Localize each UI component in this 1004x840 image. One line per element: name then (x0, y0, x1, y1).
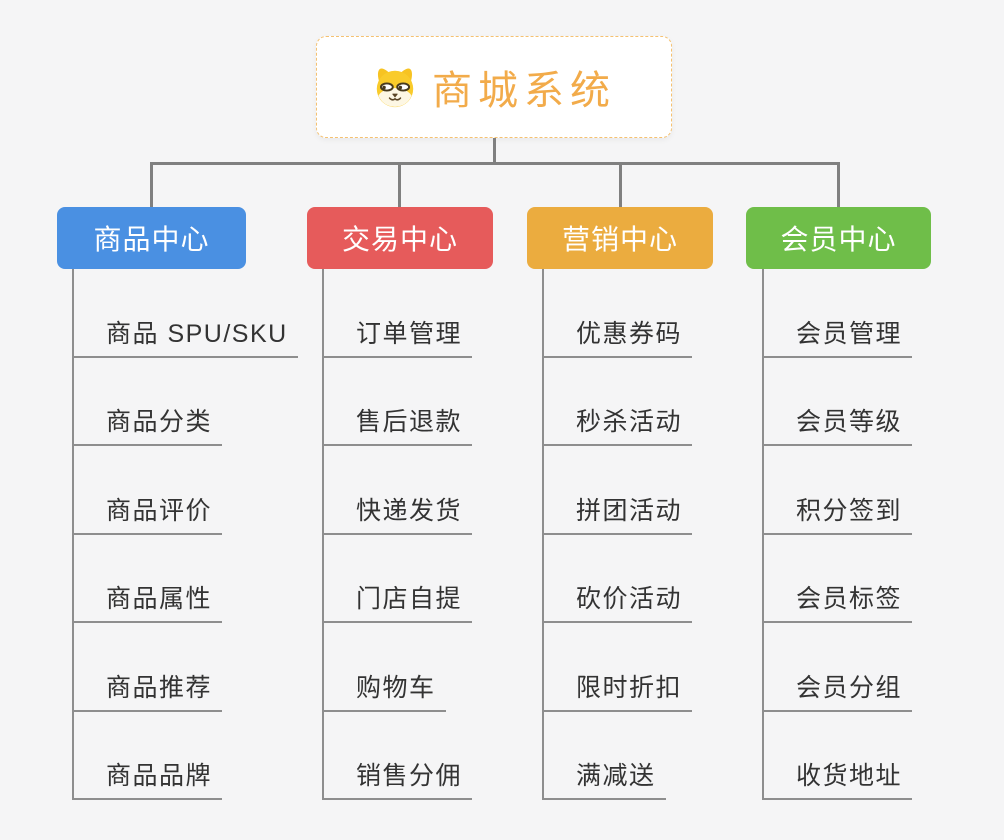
branch-trade-center[interactable]: 交易中心 (307, 207, 493, 269)
leaf-node[interactable]: 商品 SPU/SKU (74, 269, 298, 358)
leaf-node[interactable]: 满减送 (544, 712, 666, 800)
leaf-label: 售后退款 (356, 408, 463, 436)
leaf-label: 订单管理 (356, 319, 463, 348)
leaf-node[interactable]: 砍价活动 (544, 535, 693, 623)
leaf-node[interactable]: 秒杀活动 (544, 358, 693, 446)
leaf-label: 商品推荐 (106, 673, 213, 702)
branch-product-center[interactable]: 商品中心 (57, 207, 246, 269)
leaf-node[interactable]: 快递发货 (324, 446, 473, 535)
shiba-dog-icon (372, 64, 418, 110)
leaf-node[interactable]: 商品推荐 (74, 623, 223, 712)
branch-column-member: 会员管理 会员等级 积分签到 会员标签 会员分组 收货地址 (762, 269, 913, 800)
root-title: 商城系统 (432, 69, 616, 113)
leaf-node[interactable]: 商品分类 (74, 358, 223, 446)
leaf-label: 限时折扣 (576, 673, 683, 702)
leaf-label: 商品分类 (106, 408, 213, 436)
branch-column-marketing: 优惠券码 秒杀活动 拼团活动 砍价活动 限时折扣 满减送 (542, 269, 693, 800)
branch-marketing-center[interactable]: 营销中心 (527, 207, 713, 269)
leaf-node[interactable]: 会员等级 (764, 358, 913, 446)
leaf-label: 会员等级 (796, 408, 903, 436)
leaf-label: 销售分佣 (356, 762, 463, 790)
connector-drop-marketing (619, 162, 622, 207)
root-node[interactable]: 商城系统 (316, 36, 672, 138)
connector-drop-product (150, 162, 153, 207)
leaf-label: 门店自提 (356, 585, 463, 613)
leaf-node[interactable]: 销售分佣 (324, 712, 473, 800)
leaf-node[interactable]: 门店自提 (324, 535, 473, 623)
leaf-label: 快递发货 (356, 496, 463, 525)
leaf-node[interactable]: 积分签到 (764, 446, 913, 535)
leaf-label: 购物车 (356, 673, 436, 702)
branch-column-trade: 订单管理 售后退款 快递发货 门店自提 购物车 销售分佣 (322, 269, 473, 800)
connector-drop-member (837, 162, 840, 207)
connector-horizontal (150, 162, 840, 165)
leaf-label: 商品属性 (106, 585, 213, 613)
leaf-node[interactable]: 拼团活动 (544, 446, 693, 535)
leaf-node[interactable]: 购物车 (324, 623, 446, 712)
leaf-node[interactable]: 商品品牌 (74, 712, 223, 800)
leaf-label: 优惠券码 (576, 319, 683, 348)
leaf-label: 积分签到 (796, 496, 903, 525)
leaf-node[interactable]: 收货地址 (764, 712, 913, 800)
leaf-label: 会员管理 (796, 319, 903, 348)
leaf-label: 秒杀活动 (576, 408, 683, 436)
connector-root-drop (493, 138, 496, 163)
leaf-node[interactable]: 优惠券码 (544, 269, 693, 358)
leaf-label: 会员标签 (796, 585, 903, 613)
branch-column-product: 商品 SPU/SKU 商品分类 商品评价 商品属性 商品推荐 商品品牌 (72, 269, 298, 800)
leaf-label: 商品品牌 (106, 762, 213, 790)
leaf-node[interactable]: 售后退款 (324, 358, 473, 446)
leaf-label: 满减送 (576, 762, 656, 790)
leaf-node[interactable]: 会员管理 (764, 269, 913, 358)
leaf-node[interactable]: 限时折扣 (544, 623, 693, 712)
branch-member-center[interactable]: 会员中心 (746, 207, 931, 269)
leaf-label: 砍价活动 (576, 585, 683, 613)
leaf-label: 商品 SPU/SKU (106, 319, 288, 348)
leaf-node[interactable]: 商品评价 (74, 446, 223, 535)
leaf-label: 收货地址 (796, 762, 903, 790)
leaf-label: 拼团活动 (576, 496, 683, 525)
leaf-node[interactable]: 会员标签 (764, 535, 913, 623)
leaf-node[interactable]: 订单管理 (324, 269, 473, 358)
leaf-label: 商品评价 (106, 496, 213, 525)
leaf-node[interactable]: 会员分组 (764, 623, 913, 712)
leaf-label: 会员分组 (796, 673, 903, 702)
connector-drop-trade (398, 162, 401, 207)
leaf-node[interactable]: 商品属性 (74, 535, 223, 623)
